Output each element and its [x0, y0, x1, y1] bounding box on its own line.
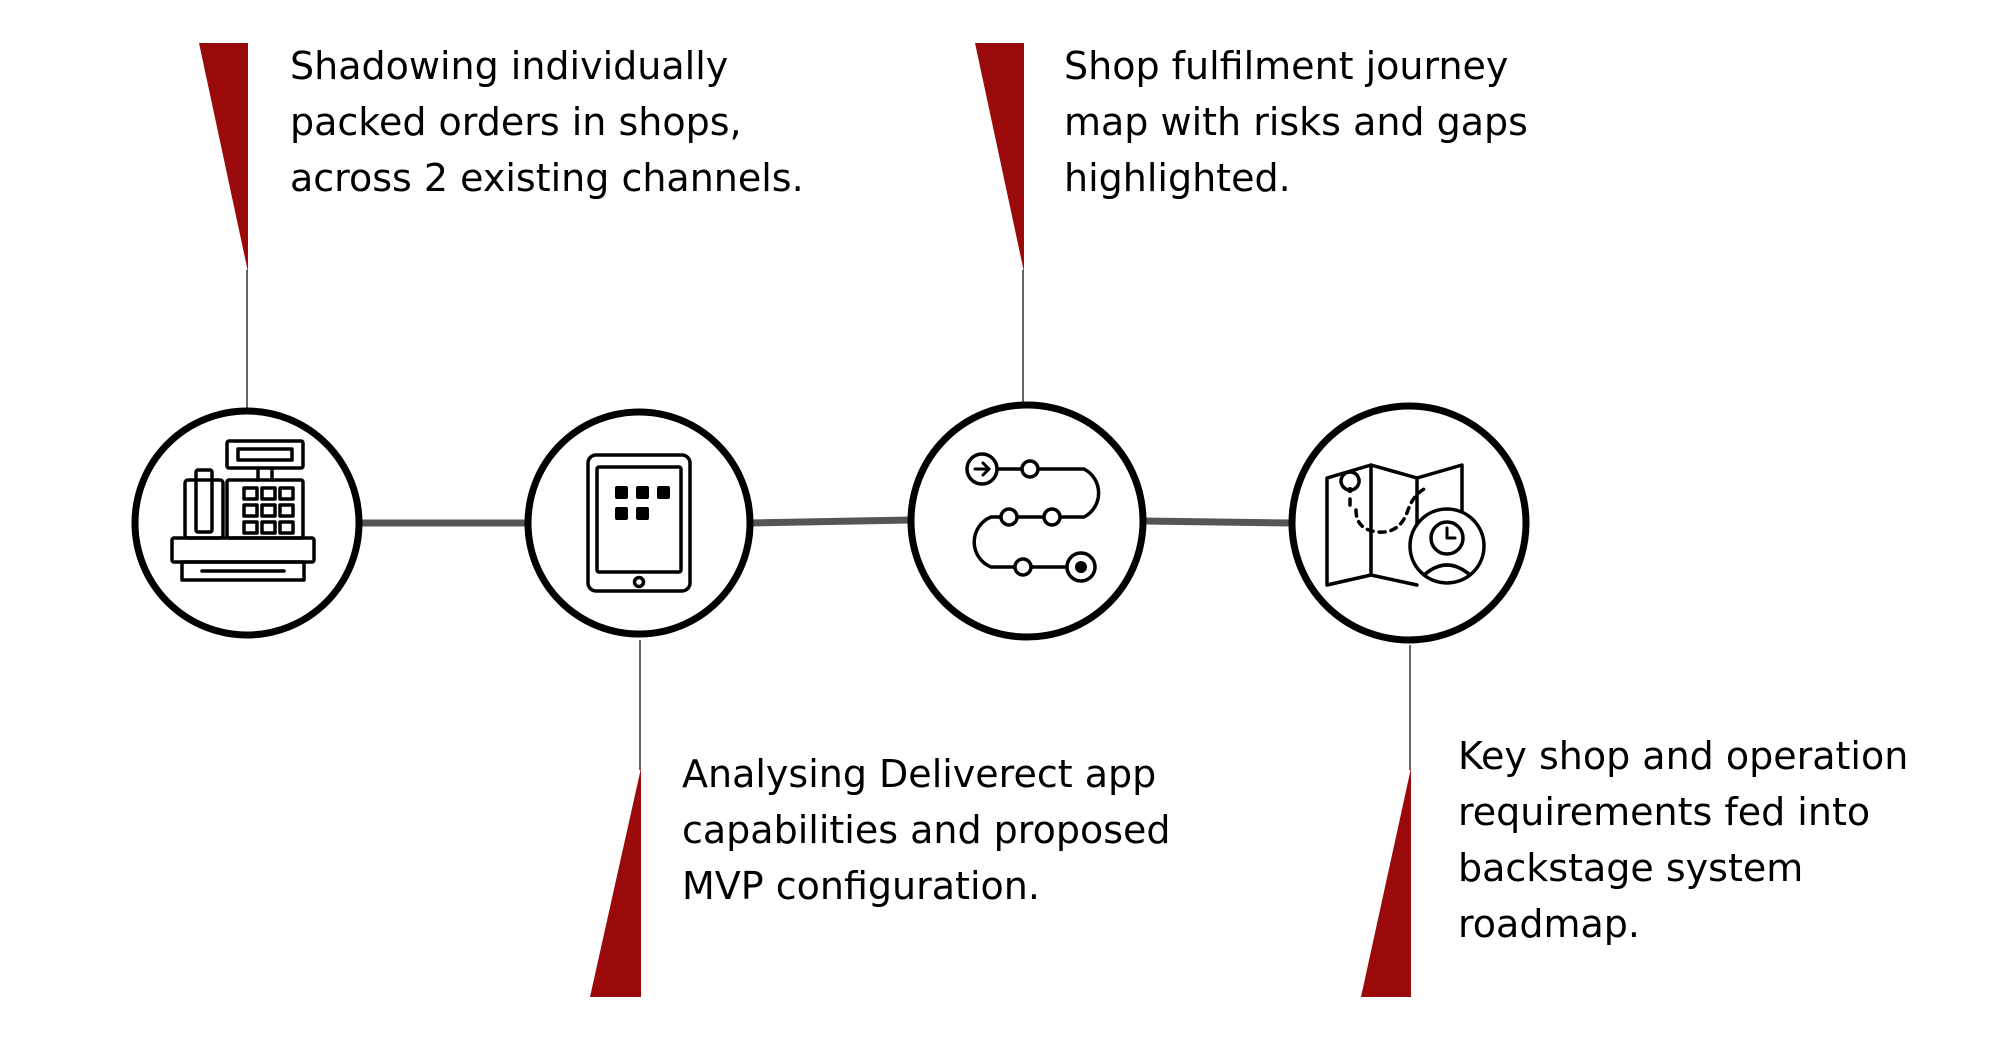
caption-line: backstage system [1458, 846, 1804, 890]
caption-line: Shop fulfilment journey [1064, 44, 1509, 88]
caption-line: roadmap. [1458, 902, 1640, 946]
connector-2-3 [749, 516, 913, 527]
connectors [358, 516, 1293, 527]
wedge-marker-4 [1361, 768, 1411, 997]
journey-flow-icon [965, 452, 1101, 583]
map-roadmap-icon [1325, 463, 1486, 587]
caption-line: across 2 existing channels. [290, 156, 804, 200]
cash-register-icon [170, 439, 316, 582]
wedge-marker-2 [590, 768, 641, 997]
caption-line: Shadowing individually [290, 44, 729, 88]
step-caption-1: Shadowing individually packed orders in … [290, 38, 804, 206]
caption-line: MVP configuration. [682, 864, 1040, 908]
step-caption-3: Shop fulfilment journey map with risks a… [1064, 38, 1528, 206]
step-caption-4: Key shop and operation requirements fed … [1458, 728, 1908, 952]
wedge-marker-1 [199, 43, 248, 272]
caption-line: Key shop and operation [1458, 734, 1909, 778]
step-caption-2: Analysing Deliverect app capabilities an… [682, 746, 1171, 914]
step-circle-4 [1288, 402, 1530, 644]
pointer-lines [246, 270, 1411, 770]
caption-line: highlighted. [1064, 156, 1291, 200]
caption-line: Analysing Deliverect app [682, 752, 1157, 796]
connector-3-4 [1142, 517, 1293, 527]
caption-line: requirements fed into [1458, 790, 1871, 834]
wedge-marker-3 [975, 43, 1024, 272]
tablet-app-icon [586, 453, 692, 593]
caption-line: map with risks and gaps [1064, 100, 1528, 144]
step-circle-3 [907, 401, 1147, 641]
caption-line: packed orders in shops, [290, 100, 742, 144]
step-circle-2 [524, 408, 754, 638]
caption-line: capabilities and proposed [682, 808, 1171, 852]
wedge-markers [199, 43, 1411, 997]
